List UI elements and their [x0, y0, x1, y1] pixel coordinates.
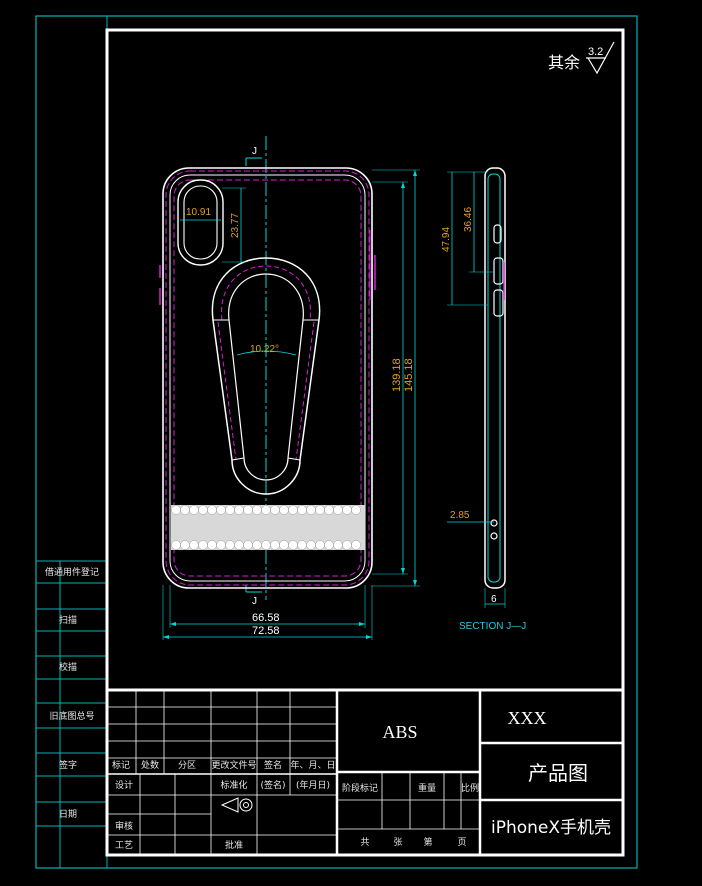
rev-header-3: 更改文件号 [211, 759, 256, 771]
dim-bottom-offset: 2.85 [450, 510, 470, 521]
case-outline-inner [169, 174, 366, 582]
rev-row-0-col4: (签名) [260, 779, 285, 791]
doc-type-label: 产品图 [528, 761, 588, 785]
rev-header-4: 签名 [264, 759, 282, 771]
left-col-label-0: 借通用件登记 [45, 566, 99, 578]
dim-camera-height: 23.77 [230, 213, 241, 238]
hidden-line-2 [173, 179, 362, 577]
dim-kickstand-angle: 10.22° [250, 344, 279, 355]
side-view: 47.94 36.46 2.85 6 SECTION J—J [441, 167, 526, 632]
camera-cutout-outer [177, 179, 224, 266]
rev-row-2-label: 工艺 [115, 840, 133, 851]
rev-row-1-label: 审核 [115, 820, 133, 832]
dim-camera-width: 10.91 [186, 207, 211, 218]
rev-header-1: 处数 [141, 759, 159, 771]
section-mark-bottom: J [252, 596, 257, 607]
side-outline-inner [487, 173, 501, 583]
material-label: ABS [382, 722, 417, 742]
dim-button-offset-inner: 36.46 [463, 207, 474, 232]
roughness-value: 3.2 [588, 46, 603, 58]
case-outline-outer [162, 167, 373, 589]
product-name-label: iPhoneX手机壳 [491, 818, 611, 838]
section-caption: SECTION J—J [459, 621, 526, 632]
stage-footer-3: 页 [457, 837, 466, 848]
stage-header-2: 比例 [461, 782, 479, 794]
section-mark-top: J [252, 146, 257, 157]
camera-cutout-inner [183, 185, 218, 260]
rev-row-0-col3: 标准化 [220, 779, 247, 791]
front-view: J J [159, 136, 420, 640]
left-col-label-5: 日期 [59, 809, 77, 820]
hidden-line-1 [165, 170, 370, 586]
rev-header-5: 年、月、日 [290, 759, 335, 771]
stage-header-0: 阶段标记 [342, 782, 378, 794]
company-label: XXX [508, 708, 547, 728]
side-outline-outer [484, 167, 506, 589]
dim-inner-width: 66.58 [252, 612, 280, 624]
dim-outer-height: 145.18 [403, 358, 415, 392]
dim-outer-width: 72.58 [252, 625, 280, 637]
rev-row-2-col3: 批准 [225, 839, 243, 851]
dim-thickness: 6 [491, 594, 497, 605]
roughness-prefix: 其余 [548, 53, 580, 72]
drawing-border [105, 28, 625, 857]
rev-row-0-label: 设计 [115, 779, 133, 791]
left-col-label-2: 校描 [59, 661, 77, 673]
left-col-label-3: 旧底图总号 [49, 710, 94, 722]
grip-texture [171, 505, 365, 550]
outer-frame [35, 15, 638, 869]
left-col-label-1: 扫描 [59, 614, 77, 626]
kickstand-outer [211, 257, 321, 495]
dim-button-offset-outer: 47.94 [441, 227, 452, 252]
stage-footer-0: 共 [360, 837, 369, 848]
dim-inner-height: 139.18 [391, 358, 403, 392]
rev-row-0-col5: (年月日) [296, 779, 330, 791]
stage-footer-2: 第 [423, 836, 432, 848]
title-block [107, 688, 623, 855]
rev-header-2: 分区 [178, 760, 196, 771]
left-col-label-4: 签字 [59, 759, 77, 771]
rev-header-0: 标记 [112, 759, 130, 771]
stage-footer-1: 张 [393, 837, 402, 848]
roughness-symbol [586, 41, 615, 75]
stage-header-1: 重量 [418, 782, 436, 794]
